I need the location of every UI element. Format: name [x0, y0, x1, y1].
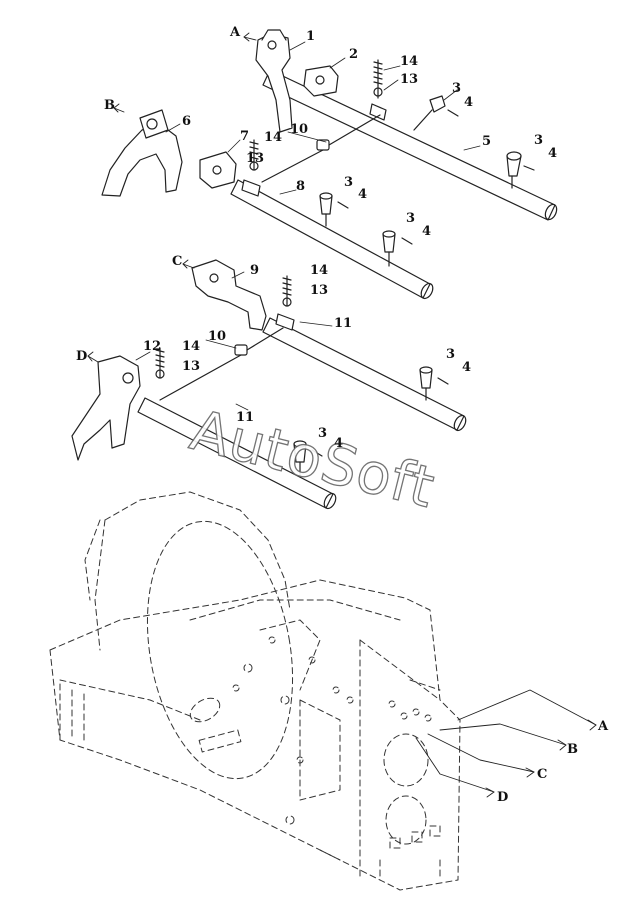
callout-3-a: 3 — [452, 81, 462, 96]
callout-3-c: 3 — [344, 175, 354, 190]
callout-5: 5 — [482, 134, 492, 149]
shift-block-7 — [199, 151, 237, 189]
callout-13-b: 13 — [246, 151, 265, 166]
callout-4-e: 4 — [462, 360, 472, 375]
callout-14-d: 14 — [182, 339, 201, 354]
shift-block-2 — [303, 65, 339, 97]
ref-letter-b-top: B — [104, 98, 115, 113]
bolt-3-lower-mid — [293, 440, 323, 477]
callout-3-b: 3 — [534, 133, 544, 148]
callout-7: 7 — [240, 129, 250, 144]
shift-fork-6 — [101, 109, 183, 197]
bolt-3-lower-right — [419, 366, 449, 401]
callout-12: 12 — [143, 339, 162, 354]
callout-13-a: 13 — [400, 72, 419, 87]
callout-9: 9 — [250, 263, 260, 278]
callout-11-b: 11 — [236, 410, 255, 425]
callout-4-a: 4 — [464, 95, 474, 110]
spring-ball-lower-a — [275, 275, 295, 331]
ref-letter-a-bottom: A — [598, 719, 609, 734]
transmission-housing — [49, 491, 461, 891]
callout-4-d: 4 — [422, 224, 432, 239]
bolt-3-upper — [413, 95, 459, 131]
ref-letter-c-top: C — [172, 254, 183, 269]
callout-10-a: 10 — [290, 122, 309, 137]
interlock-pin-10-upper — [261, 114, 381, 183]
reference-lines — [87, 32, 597, 798]
shaft-8 — [230, 179, 434, 300]
spring-ball-lower-b — [155, 347, 165, 379]
ref-letter-c-bottom: C — [537, 767, 548, 782]
shaft-11-lower — [137, 397, 337, 510]
callout-3-e: 3 — [446, 347, 456, 362]
callout-14-b: 14 — [264, 130, 283, 145]
spring-ball-mid — [241, 139, 261, 197]
leader-lines — [135, 41, 481, 411]
callout-8: 8 — [296, 179, 306, 194]
callout-4-f: 4 — [334, 436, 344, 451]
shaft-5 — [262, 69, 558, 221]
shaft-11-upper — [262, 317, 467, 432]
interlock-pin-10-lower — [159, 327, 284, 401]
ref-letter-a-top: A — [230, 25, 241, 40]
shift-fork-9 — [191, 259, 267, 331]
ref-letter-b-bottom: B — [567, 742, 578, 757]
callout-2: 2 — [349, 47, 359, 62]
ref-letter-d-top: D — [76, 349, 88, 364]
spring-ball-upper — [369, 59, 387, 121]
callout-10-b: 10 — [208, 329, 227, 344]
shift-fork-12 — [71, 355, 141, 461]
callout-11-a: 11 — [334, 316, 353, 331]
callout-4-b: 4 — [548, 146, 558, 161]
bolt-3-mid-right — [382, 230, 413, 267]
callout-6: 6 — [182, 114, 192, 129]
bolt-3-mid — [319, 192, 349, 227]
shift-fork-1 — [255, 29, 293, 133]
callout-3-d: 3 — [406, 211, 416, 226]
callout-1: 1 — [306, 29, 316, 44]
callout-13-c: 13 — [310, 283, 329, 298]
ref-letter-d-bottom: D — [497, 790, 509, 805]
callout-13-d: 13 — [182, 359, 201, 374]
callout-4-c: 4 — [358, 187, 368, 202]
callout-14-a: 14 — [400, 54, 419, 69]
bolt-3-right — [506, 151, 535, 189]
callout-3-f: 3 — [318, 426, 328, 441]
callout-14-c: 14 — [310, 263, 329, 278]
